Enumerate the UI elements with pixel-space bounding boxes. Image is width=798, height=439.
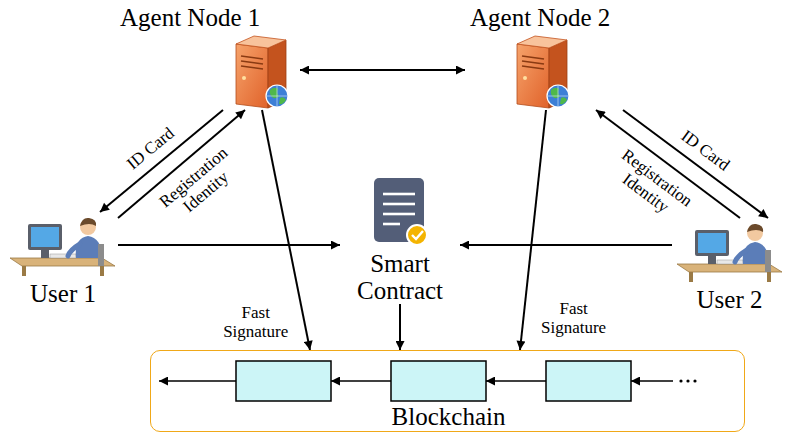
server-top: [517, 36, 567, 48]
block: [546, 361, 631, 401]
agent-node: Agent Node 1: [115, 4, 300, 110]
chain-link-arrow: [631, 380, 673, 382]
server-slot: [522, 56, 544, 59]
monitor-stand: [708, 256, 716, 264]
node-label: Smart Contract: [340, 250, 460, 304]
chain-icon: [151, 351, 746, 403]
ellipsis-dot: [693, 379, 696, 382]
contract-line: [383, 203, 415, 206]
edge-label: Fast Signature: [213, 305, 299, 342]
edge-label: ID Card: [123, 123, 181, 175]
chair: [765, 250, 771, 272]
monitor-screen: [31, 227, 59, 247]
keyboard: [50, 254, 76, 258]
server-led: [523, 76, 527, 80]
block: [236, 361, 331, 401]
ellipsis-dot: [679, 379, 682, 382]
monitor: [695, 230, 729, 256]
server-slot: [241, 66, 263, 69]
server-slot: [522, 61, 544, 64]
connector-arrow: [118, 244, 340, 246]
node-label: User 2: [672, 286, 787, 313]
desk-leg: [689, 272, 693, 282]
monitor: [28, 224, 62, 250]
chain-link-arrow: [331, 380, 391, 382]
contract-line: [383, 193, 415, 196]
node-label: Agent Node 1: [120, 4, 295, 31]
user-icon: [677, 220, 782, 282]
smart-contract: Smart Contract: [340, 178, 460, 304]
server-slot: [241, 61, 263, 64]
person-arm: [68, 244, 80, 256]
agent-node: Agent Node 2: [465, 4, 640, 110]
chair: [98, 244, 104, 266]
keyboard: [717, 260, 743, 264]
ellipsis-dot: [686, 379, 689, 382]
node-label: Agent Node 2: [470, 4, 635, 31]
user-terminal: User 2: [672, 218, 787, 313]
blockchain-band: Blockchain: [150, 350, 745, 432]
edge-label: Fast Signature: [531, 301, 617, 338]
person-arm: [735, 250, 747, 262]
user-icon: [10, 214, 115, 276]
server-icon: [513, 34, 571, 110]
person-hair: [747, 224, 763, 232]
person-hair: [80, 218, 96, 226]
server-led: [242, 76, 246, 80]
chain-link-arrow: [486, 380, 546, 382]
monitor-stand: [41, 250, 49, 258]
globe-symbol: [266, 85, 288, 107]
contract-icon: [370, 178, 430, 248]
server-top: [236, 36, 286, 48]
node-label: User 1: [8, 280, 118, 307]
connector-arrow: [460, 244, 672, 246]
globe-symbol: [547, 85, 569, 107]
block: [391, 361, 486, 401]
connector-arrow: [399, 304, 401, 350]
server-front: [517, 44, 549, 108]
check-badge: [407, 225, 427, 245]
chain-link-arrow: [159, 380, 236, 382]
desk-leg: [22, 266, 26, 276]
server-icon: [232, 34, 290, 110]
desk-leg: [100, 266, 104, 276]
connector-arrow: [300, 69, 465, 71]
server-slot: [522, 66, 544, 69]
contract-line: [383, 213, 415, 216]
node-label: Blockchain: [151, 403, 746, 430]
edge-label: Registration Identity: [148, 137, 251, 233]
monitor-screen: [698, 233, 726, 253]
server-slot: [241, 56, 263, 59]
user-terminal: User 1: [8, 212, 118, 307]
edge-label: Registration Identity: [598, 140, 704, 232]
contract-line: [383, 223, 400, 226]
check-mark: [412, 231, 423, 239]
desk-leg: [767, 272, 771, 282]
edge-label: ID Card: [676, 126, 735, 176]
server-front: [236, 44, 268, 108]
